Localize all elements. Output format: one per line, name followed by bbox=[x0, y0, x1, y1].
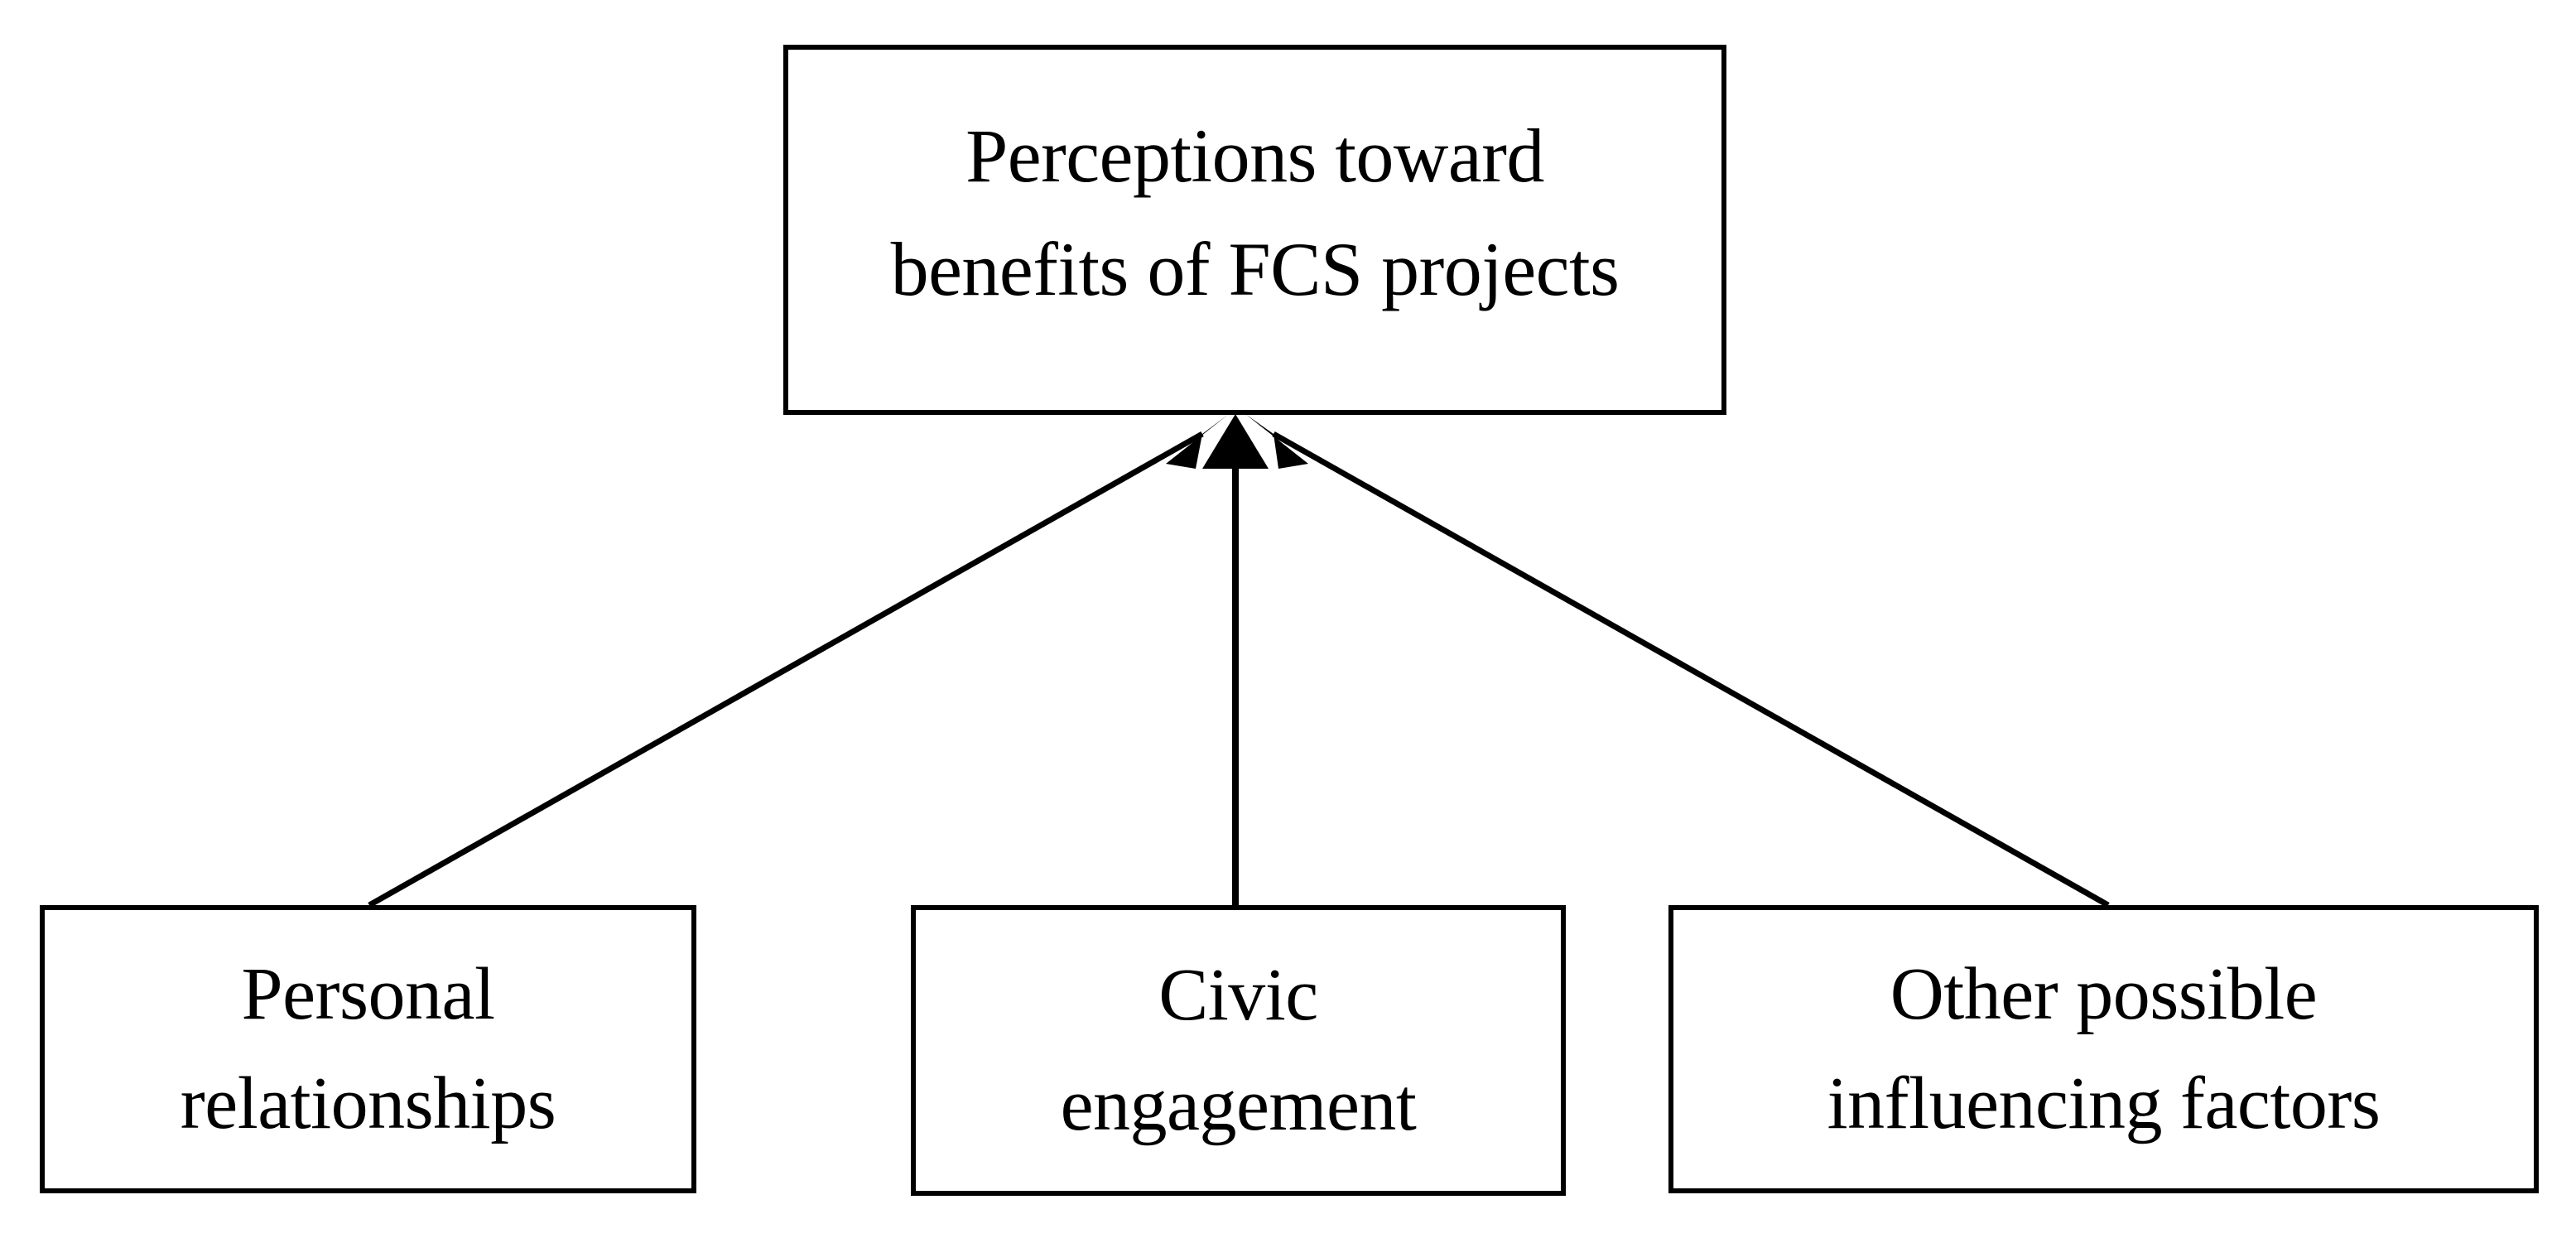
edge-civic-to-root bbox=[1202, 414, 1269, 905]
node-personal-relationships: Personal relationships bbox=[40, 905, 696, 1193]
node-label-civic-engagement: Civic engagement bbox=[1060, 954, 1417, 1146]
node-label-root: Perceptions toward benefits of FCS proje… bbox=[890, 113, 1620, 311]
node-other-possible-influencing-factors: Other possible influencing factors bbox=[1668, 905, 2539, 1193]
node-label-personal-relationships: Personal relationships bbox=[180, 952, 556, 1144]
node-perceptions-toward-benefits: Perceptions toward benefits of FCS proje… bbox=[783, 45, 1726, 415]
arrowhead-icon bbox=[1202, 414, 1269, 469]
arrowhead-icon bbox=[1245, 414, 1308, 469]
edge-other-to-root bbox=[1245, 414, 2110, 908]
node-civic-engagement: Civic engagement bbox=[911, 905, 1566, 1196]
node-label-other-factors: Other possible influencing factors bbox=[1827, 952, 2381, 1144]
edge-personal-to-root bbox=[368, 414, 1229, 908]
arrowhead-icon bbox=[1166, 414, 1229, 469]
